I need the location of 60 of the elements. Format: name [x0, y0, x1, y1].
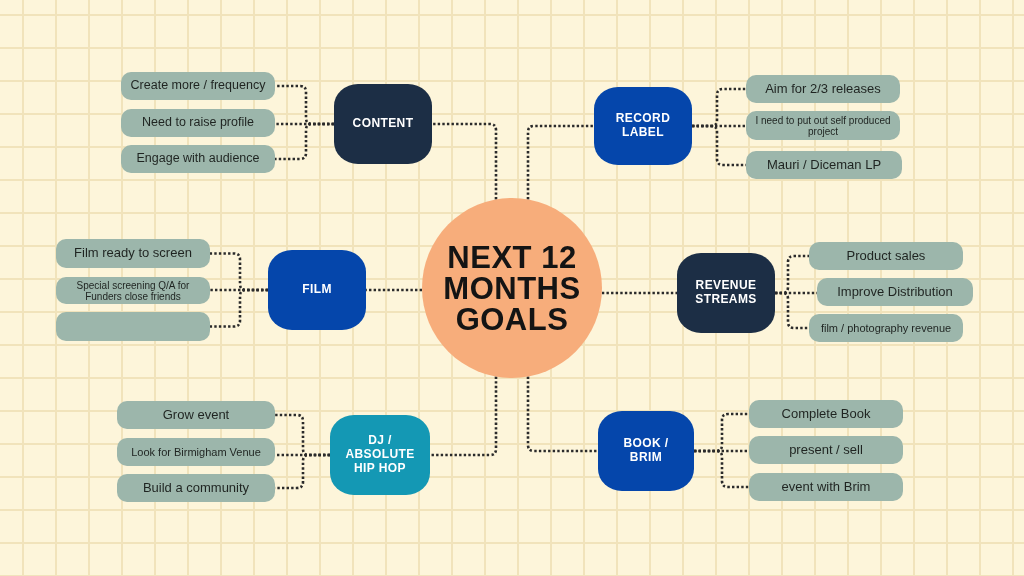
goal-text: I need to put out self produced project: [754, 114, 892, 137]
goal-box: [746, 151, 902, 179]
goal-text: Build a community: [142, 480, 250, 496]
topic-box: [334, 84, 432, 164]
goal-text: present / sell: [789, 442, 863, 458]
goal-text: Improve Distribution: [837, 284, 953, 300]
topic-box: [330, 415, 430, 495]
goal-text: Look for Birmigham Venue: [131, 445, 261, 459]
goal-box: [121, 145, 275, 173]
topic-label: FILM: [302, 283, 332, 297]
goal-box: [56, 239, 210, 268]
connector-line: [366, 288, 422, 292]
goal-text: Grow event: [162, 407, 230, 423]
goal-text: Create more / frequency: [130, 79, 266, 93]
goal-box: [117, 438, 275, 466]
goal-box: [809, 242, 963, 270]
goal-text: Special screening Q/A for Funders close friends: [75, 279, 191, 302]
goal-box: [746, 75, 900, 103]
topic-label: DJ / ABSOLUTE HIP HOP: [344, 434, 416, 476]
connector-line: [526, 124, 594, 200]
goal-text: Need to raise profile: [142, 116, 254, 130]
topic-label: RECORD LABEL: [614, 112, 672, 140]
topic-box: [677, 253, 775, 333]
goal-title: NEXT 12 MONTHS GOALS: [442, 241, 582, 335]
goal-text: event with Brim: [781, 479, 871, 495]
goal-text: Complete Book: [781, 406, 871, 422]
topic-label: REVENUE STREAMS: [694, 279, 758, 307]
goal-box: [121, 109, 275, 137]
topic-label: BOOK / BRIM: [622, 437, 670, 465]
goal-box: [809, 314, 963, 342]
connector-line: [432, 122, 498, 200]
connector-line: [694, 449, 749, 489]
connector-line: [430, 376, 498, 457]
connector-line: [275, 122, 334, 161]
goal-text: Aim for 2/3 releases: [765, 81, 881, 97]
goal-box: [749, 473, 903, 501]
goal-box: [56, 312, 210, 341]
goal-text: Film ready to screen: [74, 246, 192, 261]
goal-box: [117, 474, 275, 502]
goal-text: Engage with audience: [136, 152, 260, 166]
connector-line: [601, 291, 677, 295]
connector-line: [692, 124, 746, 167]
connector-line: [210, 288, 268, 328]
goal-text: Mauri / Diceman LP: [766, 157, 882, 173]
goal-box: [56, 277, 210, 304]
goal-text: film / photography revenue: [820, 321, 952, 335]
goal-box: [117, 401, 275, 429]
topic-label: CONTENT: [352, 117, 414, 131]
goal-box: [749, 436, 903, 464]
goal-box: [746, 111, 900, 140]
goal-text: Product sales: [846, 248, 926, 264]
connector-line: [775, 291, 809, 330]
connector-line: [526, 376, 598, 453]
topic-box: [598, 411, 694, 491]
topic-box: [594, 87, 692, 165]
topic-box: [268, 250, 366, 330]
goal-box: [749, 400, 903, 428]
goal-box: [817, 278, 973, 306]
goal-box: [121, 72, 275, 100]
connector-line: [275, 453, 330, 490]
